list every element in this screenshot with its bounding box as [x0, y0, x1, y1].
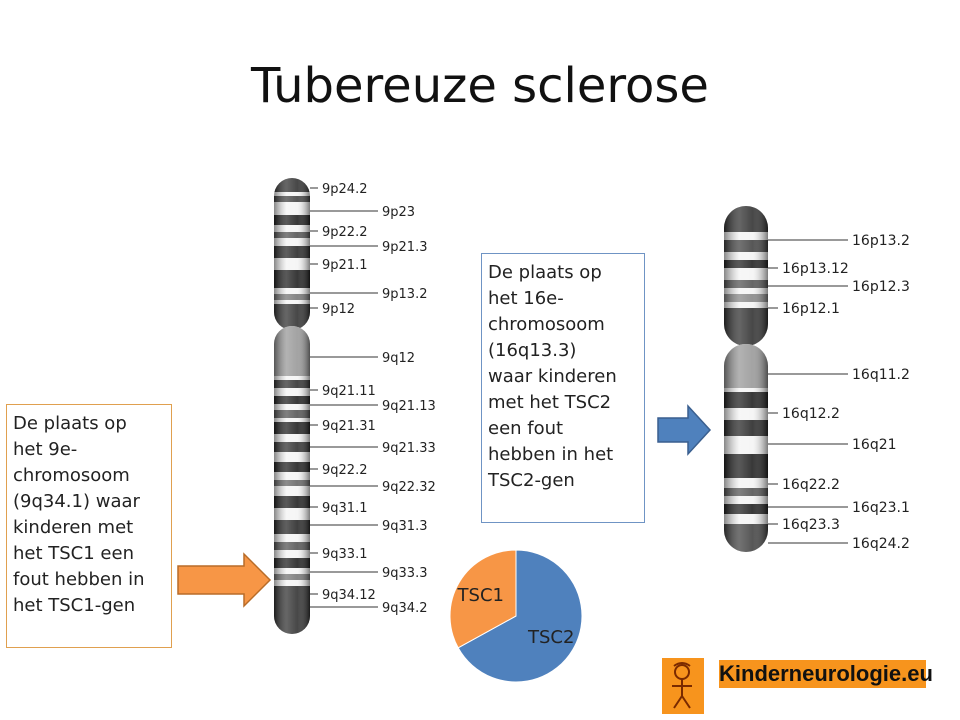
logo-badge: [662, 658, 704, 714]
band-label: 9q34.12: [322, 588, 376, 603]
band-label: 9q21.11: [322, 384, 376, 399]
band-label: 9p13.2: [382, 287, 427, 302]
band-label: 9q21.13: [382, 399, 436, 414]
band-label: 9q22.32: [382, 480, 436, 495]
band-label: 9q34.2: [382, 601, 427, 616]
child-figure-icon: [672, 662, 692, 709]
band-label: 16q11.2: [852, 367, 910, 383]
band-label: 16q12.2: [782, 406, 840, 422]
band-label: 9q31.1: [322, 501, 367, 516]
band-label: 9q22.2: [322, 463, 367, 478]
chromosome-9-diagram: 9p24.2 9p23 9p22.2 9p21.3 9p21.1 9p13.2 9p12 9q…: [274, 178, 436, 634]
band-label: 9p24.2: [322, 182, 367, 197]
band-label: 16q23.1: [852, 500, 910, 516]
band-label: 16p13.2: [852, 233, 910, 249]
band-label: 9q31.3: [382, 519, 427, 534]
band-label: 16p12.3: [852, 279, 910, 295]
logo-text: Kinderneurologie.eu: [719, 660, 933, 688]
callout-chromosome-16: De plaats op het 16e- chromosoom (16q13.…: [481, 253, 645, 523]
band-label: 9q12: [382, 351, 415, 366]
band-label: 16p12.1: [782, 301, 840, 317]
callout-chromosome-16-text: De plaats op het 16e- chromosoom (16q13.…: [488, 262, 617, 491]
orange-arrow-icon: [177, 552, 272, 608]
callout-chromosome-9-text: De plaats op het 9e- chromosoom (9q34.1)…: [13, 413, 145, 616]
band-label: 9q21.33: [382, 441, 436, 456]
band-label: 9q33.1: [322, 547, 367, 562]
band-label: 9q21.31: [322, 419, 376, 434]
band-label: 16q24.2: [852, 536, 910, 552]
band-label: 16p13.12: [782, 261, 849, 277]
band-label: 16q21: [852, 437, 897, 453]
pie-label-tsc2: TSC2: [527, 627, 574, 648]
slide-title: Tubereuze sclerose: [251, 58, 709, 114]
blue-arrow-icon: [657, 404, 712, 456]
tsc-pie-chart: TSC2 TSC1: [449, 549, 583, 683]
band-label: 16q23.3: [782, 517, 840, 533]
band-label: 9q33.3: [382, 566, 427, 581]
band-label: 9p23: [382, 205, 415, 220]
band-label: 9p12: [322, 302, 355, 317]
chromosome-9-band-labels: 9p24.2 9p23 9p22.2 9p21.3 9p21.1 9p13.2 9p12 9q…: [310, 182, 436, 616]
band-label: 16q22.2: [782, 477, 840, 493]
band-label: 9p21.3: [382, 240, 427, 255]
pie-label-tsc1: TSC1: [457, 585, 504, 606]
pie-slice-tsc2: [457, 549, 583, 683]
pie-slice-tsc1: [449, 549, 517, 649]
band-label: 9p22.2: [322, 225, 367, 240]
callout-chromosome-9: De plaats op het 9e- chromosoom (9q34.1)…: [6, 404, 172, 648]
band-label: 9p21.1: [322, 258, 367, 273]
